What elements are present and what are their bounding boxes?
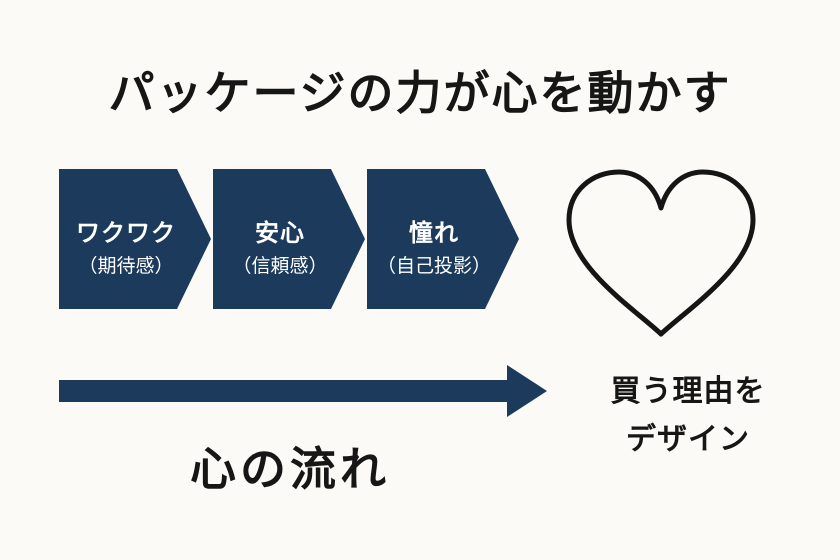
stage-3-label: 憧れ: [409, 219, 459, 247]
stage-3-sublabel: （自己投影）: [376, 255, 491, 277]
chevron-shape: [59, 169, 211, 309]
stage-2-chevron: 安心 （信頼感）: [213, 169, 367, 309]
flow-arrow: [59, 363, 549, 423]
stage-2-sublabel: （信頼感）: [232, 255, 328, 277]
flow-label: 心の流れ: [190, 442, 390, 496]
stage-3-chevron: 憧れ （自己投影）: [367, 169, 521, 309]
reason-line-2: デザイン: [626, 422, 750, 457]
chevron-shape: [213, 169, 365, 309]
page-title: パッケージの力が心を動かす: [108, 66, 732, 120]
stage-1-sublabel: （期待感）: [78, 255, 174, 277]
stage-2-label: 安心: [255, 219, 305, 247]
stage-1-chevron: ワクワク （期待感）: [59, 169, 213, 309]
heart-outline-icon: [563, 168, 759, 348]
chevron-shape: [367, 169, 519, 309]
reason-text: 買う理由を デザイン: [568, 368, 808, 464]
reason-line-1: 買う理由を: [610, 374, 766, 409]
stage-1-label: ワクワク: [76, 219, 176, 247]
